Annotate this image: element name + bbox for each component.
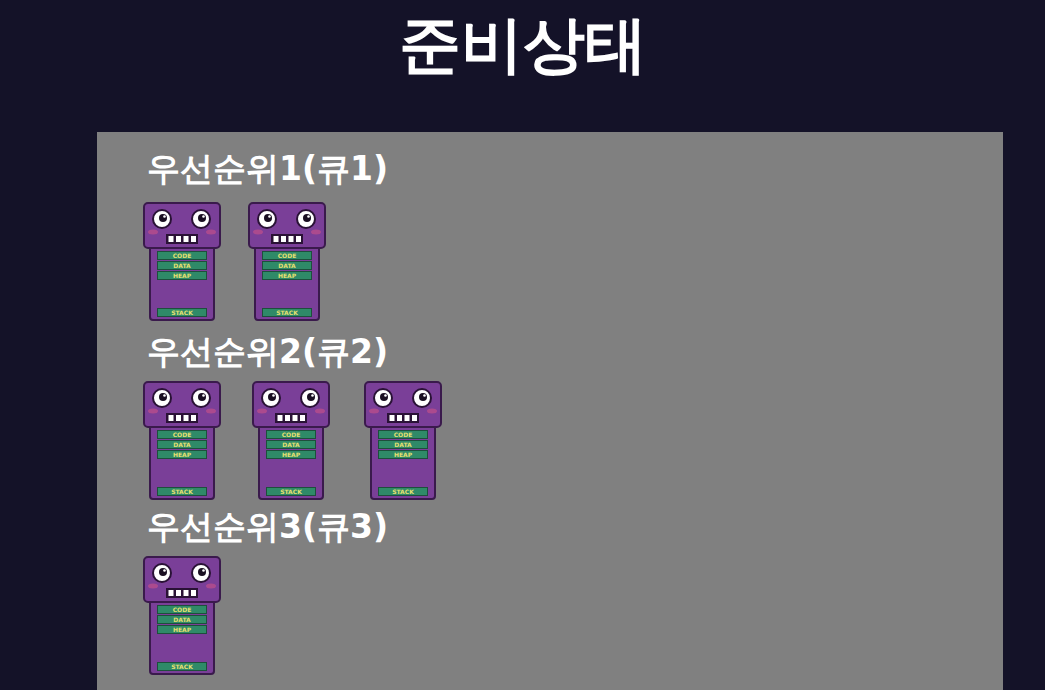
memory-segment: STACK bbox=[378, 487, 428, 496]
process-robot: CODEDATAHEAP STACK bbox=[143, 202, 221, 322]
memory-segment: DATA bbox=[378, 440, 428, 449]
memory-segment: CODE bbox=[157, 605, 207, 614]
memory-segment: DATA bbox=[262, 261, 312, 270]
memory-segment: STACK bbox=[157, 662, 207, 671]
memory-segment: HEAP bbox=[378, 450, 428, 459]
memory-segment: DATA bbox=[157, 615, 207, 624]
queue-label: 우선순위2(큐2) bbox=[147, 332, 388, 372]
memory-segment: HEAP bbox=[262, 271, 312, 280]
process-robot: CODEDATAHEAP STACK bbox=[143, 381, 221, 501]
memory-segment: HEAP bbox=[157, 450, 207, 459]
queue-label: 우선순위3(큐3) bbox=[147, 507, 388, 547]
memory-segment: HEAP bbox=[266, 450, 316, 459]
memory-segment: DATA bbox=[157, 440, 207, 449]
title: 준비상태 bbox=[0, 2, 1045, 88]
memory-segment: STACK bbox=[157, 487, 207, 496]
queue-label: 우선순위1(큐1) bbox=[147, 149, 388, 189]
memory-segment: CODE bbox=[262, 251, 312, 260]
memory-segment: STACK bbox=[266, 487, 316, 496]
memory-segment: CODE bbox=[157, 430, 207, 439]
memory-segment: STACK bbox=[262, 308, 312, 317]
memory-segment: CODE bbox=[157, 251, 207, 260]
memory-segment: HEAP bbox=[157, 625, 207, 634]
memory-segment: STACK bbox=[157, 308, 207, 317]
process-robot: CODEDATAHEAP STACK bbox=[248, 202, 326, 322]
memory-segment: CODE bbox=[266, 430, 316, 439]
memory-segment: HEAP bbox=[157, 271, 207, 280]
memory-segment: DATA bbox=[266, 440, 316, 449]
ready-panel bbox=[97, 132, 1003, 690]
process-robot: CODEDATAHEAP STACK bbox=[252, 381, 330, 501]
memory-segment: DATA bbox=[157, 261, 207, 270]
process-robot: CODEDATAHEAP STACK bbox=[364, 381, 442, 501]
process-robot: CODEDATAHEAP STACK bbox=[143, 556, 221, 676]
memory-segment: CODE bbox=[378, 430, 428, 439]
